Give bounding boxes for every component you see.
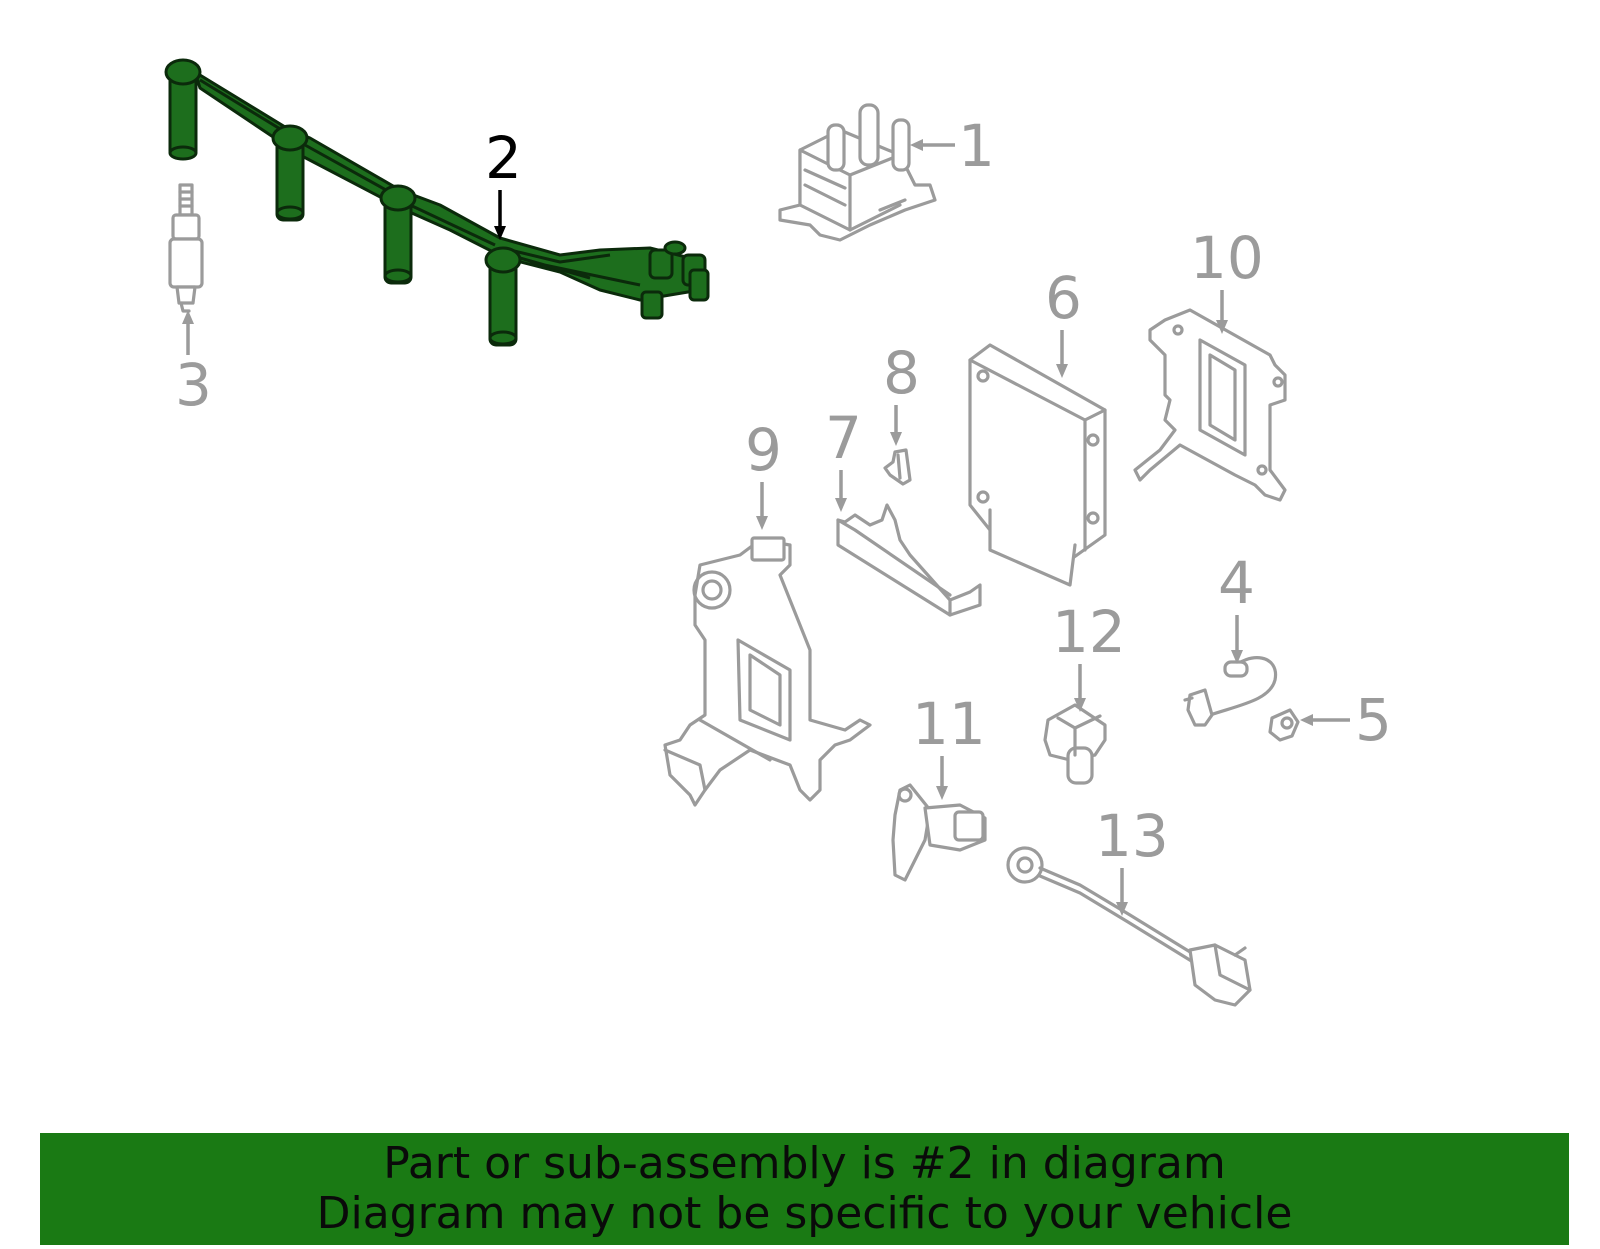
part-10-ecm-bracket[interactable] bbox=[1133, 308, 1287, 502]
callout-13: 13 bbox=[1095, 802, 1169, 870]
callout-arrows bbox=[182, 139, 1350, 916]
callout-labels: 1 2 3 4 5 6 7 8 9 10 11 12 13 bbox=[175, 112, 1392, 870]
part-8-clip[interactable] bbox=[883, 448, 912, 486]
info-banner: Part or sub-assembly is #2 in diagram Di… bbox=[40, 1133, 1569, 1245]
callout-3: 3 bbox=[175, 351, 212, 419]
callout-2: 2 bbox=[485, 124, 522, 192]
callout-10: 10 bbox=[1190, 224, 1264, 292]
callout-4: 4 bbox=[1218, 549, 1255, 617]
callout-1: 1 bbox=[958, 112, 995, 180]
part-11-crankshaft-sensor[interactable] bbox=[891, 783, 987, 882]
part-7-bracket[interactable] bbox=[836, 503, 982, 617]
banner-line-disclaimer: Diagram may not be specific to your vehi… bbox=[316, 1188, 1293, 1239]
part-12-camshaft-sensor[interactable] bbox=[1043, 703, 1107, 785]
banner-line-part-number: Part or sub-assembly is #2 in diagram bbox=[383, 1138, 1226, 1189]
part-5-sensor[interactable] bbox=[1268, 708, 1300, 742]
part-9-mounting-bracket[interactable] bbox=[663, 536, 872, 807]
part-6-engine-control-module[interactable] bbox=[968, 343, 1107, 587]
callout-6: 6 bbox=[1045, 264, 1082, 332]
part-3-spark-plug[interactable] bbox=[168, 183, 204, 313]
callout-5: 5 bbox=[1355, 686, 1392, 754]
callout-7: 7 bbox=[825, 404, 862, 472]
callout-8: 8 bbox=[883, 339, 920, 407]
callout-12: 12 bbox=[1052, 598, 1126, 666]
callout-9: 9 bbox=[745, 416, 782, 484]
part-13-knock-sensor[interactable] bbox=[1006, 846, 1252, 1007]
part-4-sensor-harness[interactable] bbox=[1183, 656, 1278, 727]
part-1-ignition-coil[interactable] bbox=[778, 103, 937, 242]
callout-11: 11 bbox=[912, 690, 986, 758]
part-2-spark-plug-wire-set[interactable] bbox=[164, 58, 710, 347]
